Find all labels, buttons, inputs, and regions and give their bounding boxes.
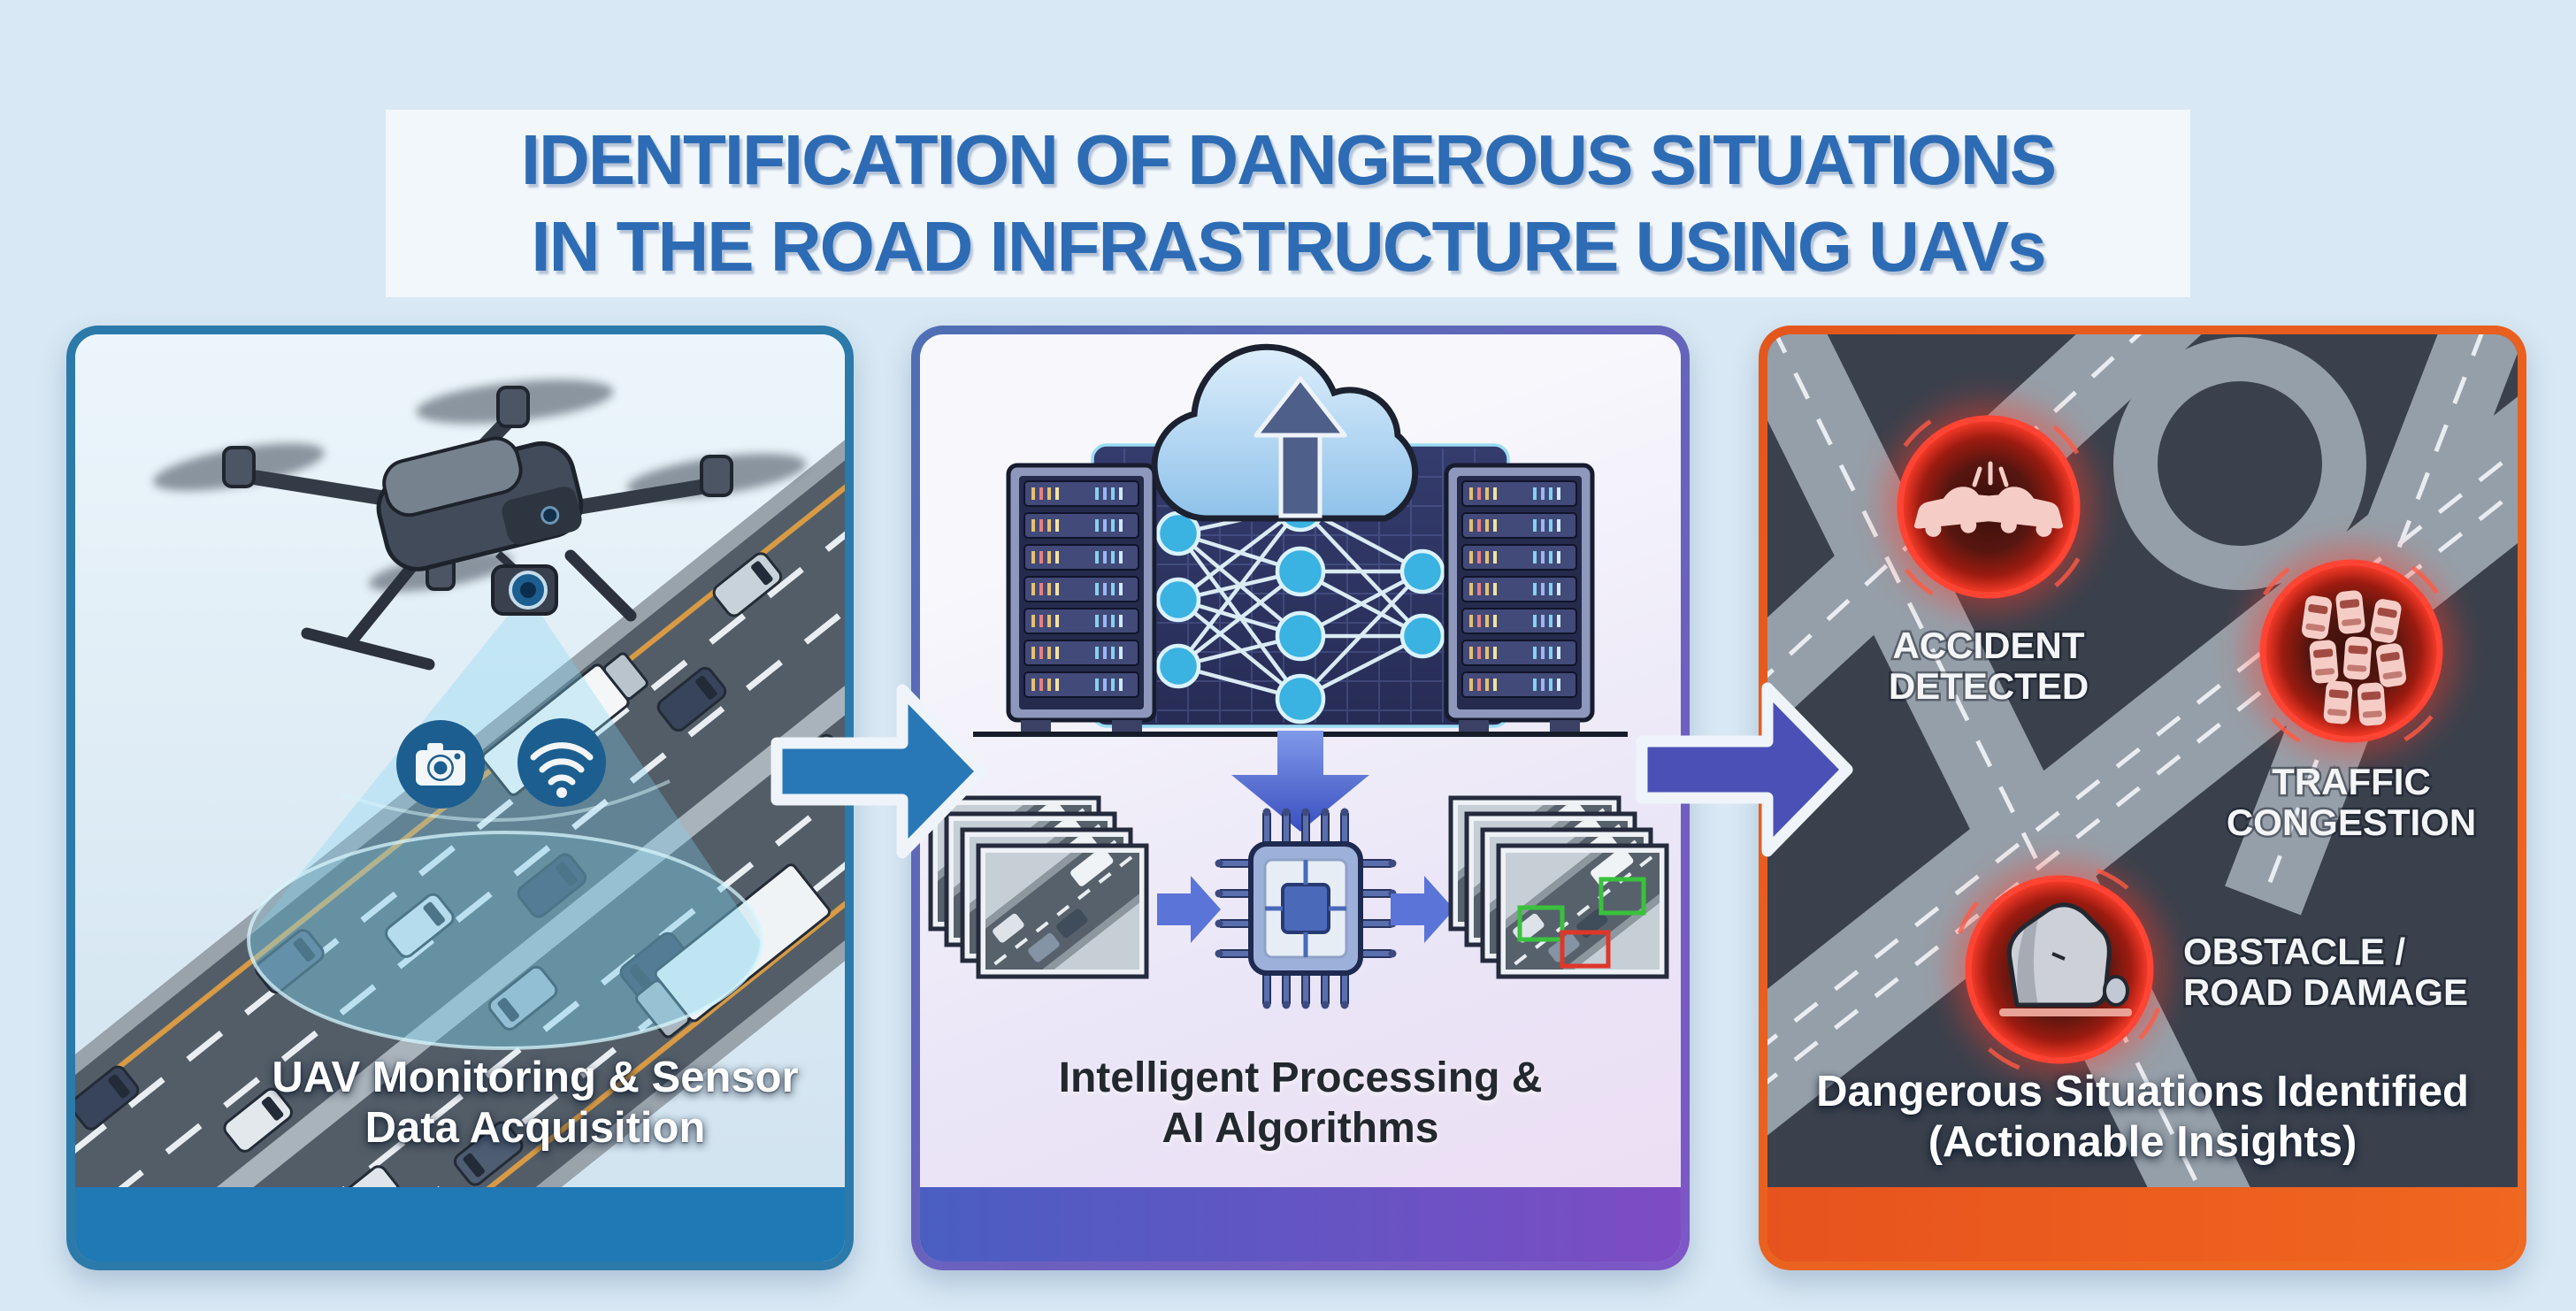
uav-label-line2: Data Acquisition xyxy=(364,1104,706,1152)
rock-obstacle-icon xyxy=(1999,902,2132,1016)
server-rack-left-icon xyxy=(1008,465,1154,732)
page-title-line1: IDENTIFICATION OF DANGEROUS SITUATIONS xyxy=(520,120,2057,199)
processing-label-line2: AI Algorithms xyxy=(1162,1105,1439,1152)
accident-alert: ACCIDENT DETECTED xyxy=(1882,401,2095,709)
obstacle-label-line1: OBSTACLE / xyxy=(2183,931,2406,972)
panel-intelligent-processing: Intelligent Processing & AI Algorithms xyxy=(911,326,1690,1270)
insights-panel-content: ACCIDENT DETECTED xyxy=(1767,334,2518,1261)
uav-to-processing-arrow xyxy=(770,684,988,859)
uav-label-line1: UAV Monitoring & Sensor xyxy=(272,1054,799,1101)
congestion-label-line1: TRAFFIC xyxy=(2272,761,2431,802)
page-title-line2: IN THE ROAD INFRASTRUCTURE USING UAVs xyxy=(531,207,2046,286)
insights-label-line2: (Actionable Insights) xyxy=(1928,1118,2358,1166)
congestion-label-line2: CONGESTION xyxy=(2227,801,2476,843)
panel-uav-monitoring: UAV Monitoring & Sensor Data Acquisition xyxy=(66,326,854,1270)
title-band: IDENTIFICATION OF DANGEROUS SITUATIONS I… xyxy=(386,110,2190,297)
scan-cone xyxy=(247,593,763,1050)
video-frames-icon xyxy=(928,795,1149,979)
uav-panel-footer xyxy=(75,1187,845,1261)
small-arrow-right-icon xyxy=(1391,876,1454,943)
cloud-upload-icon xyxy=(1151,343,1419,522)
processing-to-insights-arrow xyxy=(1636,682,1853,857)
uav-panel-label: UAV Monitoring & Sensor Data Acquisition xyxy=(150,1053,845,1154)
car-crash-icon xyxy=(1913,461,2064,537)
processing-panel-content: Intelligent Processing & AI Algorithms xyxy=(920,334,1681,1261)
wifi-badge xyxy=(518,718,606,807)
uav-panel-content: UAV Monitoring & Sensor Data Acquisition xyxy=(75,334,845,1261)
accident-label-line1: ACCIDENT xyxy=(1893,625,2085,666)
panel-dangerous-situations: ACCIDENT DETECTED xyxy=(1759,326,2526,1270)
alert-map-scene: ACCIDENT DETECTED xyxy=(1767,334,2518,1261)
server-rack-right-icon xyxy=(1446,465,1592,732)
cpu-chip-icon xyxy=(1215,808,1397,1009)
congestion-alert: TRAFFIC CONGESTION xyxy=(2224,545,2479,846)
accident-label-line2: DETECTED xyxy=(1889,665,2089,707)
obstacle-alert: OBSTACLE / ROAD DAMAGE xyxy=(1951,861,2471,1078)
processing-label-line1: Intelligent Processing & xyxy=(1058,1054,1543,1101)
obstacle-label-line2: ROAD DAMAGE xyxy=(2183,971,2468,1013)
small-arrow-left-icon xyxy=(1157,876,1221,943)
camera-icon xyxy=(416,743,465,786)
down-arrow-icon xyxy=(1231,731,1369,832)
processing-panel-label: Intelligent Processing & AI Algorithms xyxy=(920,1053,1681,1154)
detection-frames-icon xyxy=(1448,795,1669,979)
drone-icon xyxy=(153,380,807,671)
camera-badge xyxy=(396,720,485,809)
wifi-icon xyxy=(530,742,594,786)
insights-label-line1: Dangerous Situations Identified xyxy=(1816,1068,2469,1116)
processing-panel-footer xyxy=(920,1187,1681,1261)
insights-panel-label: Dangerous Situations Identified (Actiona… xyxy=(1767,1067,2518,1168)
insights-panel-footer xyxy=(1767,1187,2518,1261)
processing-scene xyxy=(928,343,1669,1009)
